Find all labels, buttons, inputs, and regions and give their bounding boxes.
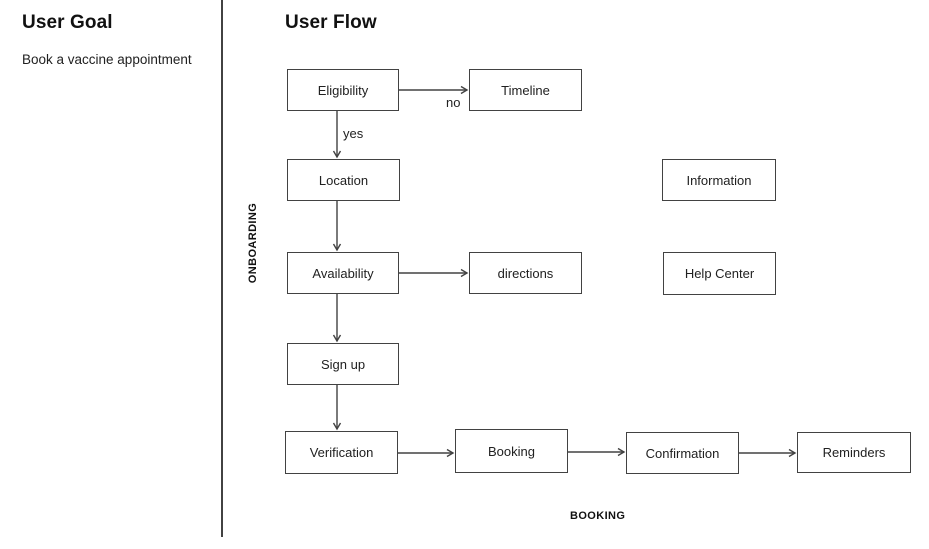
user-goal-title: User Goal (22, 12, 113, 33)
edge-label-yes: yes (343, 126, 364, 141)
flow-node-location: Location (287, 159, 400, 201)
flow-node-timeline: Timeline (469, 69, 582, 111)
flow-node-verification: Verification (285, 431, 398, 474)
flow-node-confirmation: Confirmation (626, 432, 739, 474)
flow-node-booking: Booking (455, 429, 568, 473)
panel-divider (221, 0, 223, 537)
flow-node-availability: Availability (287, 252, 399, 294)
user-goal-text: Book a vaccine appointment (22, 52, 192, 67)
section-label-onboarding: ONBOARDING (247, 202, 259, 284)
edge-label-no: no (446, 95, 461, 110)
user-flow-title: User Flow (285, 12, 377, 33)
flow-node-help-center: Help Center (663, 252, 776, 295)
flow-node-information: Information (662, 159, 776, 201)
flow-node-reminders: Reminders (797, 432, 911, 473)
flow-node-eligibility: Eligibility (287, 69, 399, 111)
flow-node-directions: directions (469, 252, 582, 294)
section-label-booking: BOOKING (570, 510, 626, 522)
flow-node-sign-up: Sign up (287, 343, 399, 385)
